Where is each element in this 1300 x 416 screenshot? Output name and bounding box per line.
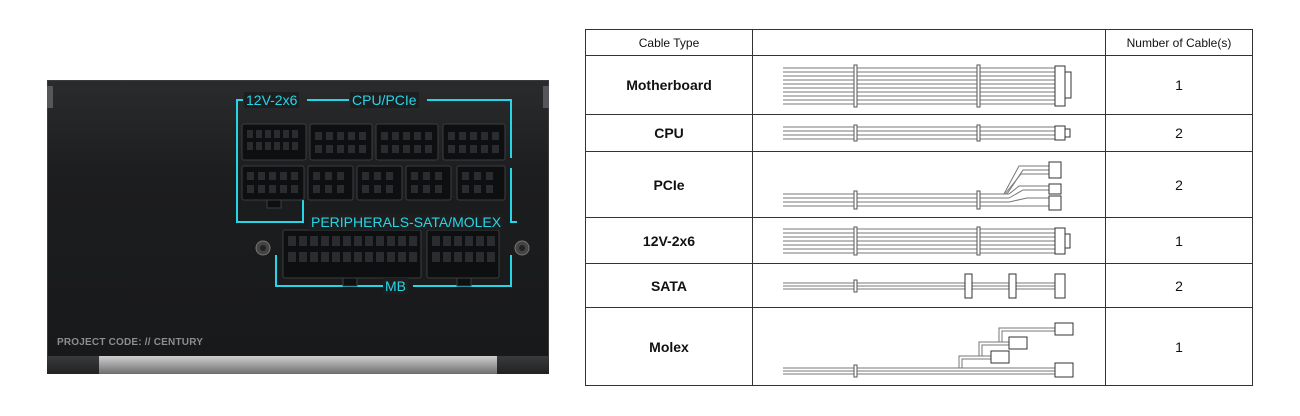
- pcie-cable-icon: [783, 161, 1062, 210]
- cable-image-pcie: [752, 151, 1106, 218]
- molex-cable-icon: [783, 322, 1074, 377]
- project-code: PROJECT CODE: // CENTURY: [57, 337, 204, 348]
- cable-type: SATA: [585, 263, 753, 308]
- cpu-cable-icon: [783, 124, 1071, 142]
- cable-type: CPU: [585, 114, 753, 152]
- table-row: CPU 2: [585, 114, 1253, 152]
- cable-image-molex: [752, 307, 1106, 386]
- cable-count: 1: [1105, 55, 1253, 115]
- cable-image-12v-2x6: [752, 217, 1106, 264]
- table-row: PCIe 2: [585, 151, 1253, 218]
- cable-image-cpu: [752, 114, 1106, 152]
- psu-connector-diagram: [236, 99, 530, 287]
- label-cpu-pcie: CPU/PCIe: [350, 92, 419, 108]
- cable-type: PCIe: [585, 151, 753, 218]
- cable-count: 2: [1105, 263, 1253, 308]
- cable-type: Motherboard: [585, 55, 753, 115]
- table-row: SATA 2: [585, 263, 1253, 308]
- header-image: [752, 29, 1106, 56]
- cable-image-sata: [752, 263, 1106, 308]
- header-count: Number of Cable(s): [1105, 29, 1253, 56]
- label-mb: MB: [383, 278, 408, 294]
- label-peripherals: PERIPHERALS-SATA/MOLEX: [309, 214, 504, 230]
- cable-count: 1: [1105, 217, 1253, 264]
- cable-count: 2: [1105, 151, 1253, 218]
- 12v-2x6-cable-icon: [783, 226, 1071, 255]
- psu-left-flange: [47, 86, 53, 108]
- motherboard-cable-icon: [783, 64, 1072, 108]
- cable-image-motherboard: [752, 55, 1106, 115]
- cable-table: Cable Type Number of Cable(s) Motherboar…: [585, 29, 1253, 386]
- table-row: 12V-2x6 1: [585, 217, 1253, 264]
- table-row: Molex 1: [585, 307, 1253, 386]
- cable-count: 2: [1105, 114, 1253, 152]
- table-header-row: Cable Type Number of Cable(s): [585, 29, 1253, 56]
- table-row: Motherboard 1: [585, 55, 1253, 115]
- psu-panel: 12V-2x6 CPU/PCIe PERIPHERALS-SATA/MOLEX …: [47, 80, 549, 374]
- label-12v-2x6: 12V-2x6: [244, 92, 300, 108]
- cable-count: 1: [1105, 307, 1253, 386]
- cable-type: 12V-2x6: [585, 217, 753, 264]
- header-cable-type: Cable Type: [585, 29, 753, 56]
- psu-right-flange: [543, 86, 549, 108]
- cable-type: Molex: [585, 307, 753, 386]
- sata-cable-icon: [783, 273, 1066, 298]
- psu-bottom-strip: [47, 356, 549, 374]
